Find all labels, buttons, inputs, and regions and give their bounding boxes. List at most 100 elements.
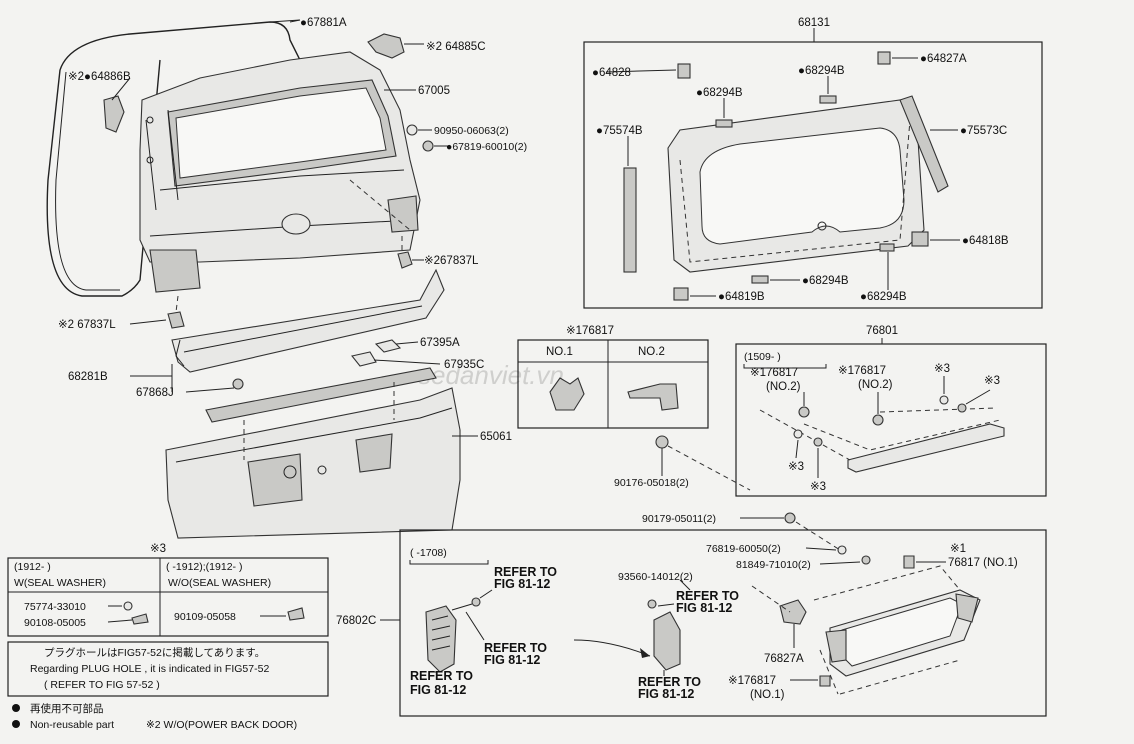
washer-x3-a[interactable] — [939, 395, 949, 405]
label-64818b: ●64818B — [962, 235, 1009, 247]
screw-icon — [131, 613, 149, 625]
glass-assembly-box — [583, 41, 1043, 309]
label-176817-b2: (NO.2) — [858, 379, 893, 391]
molding-75573c[interactable] — [899, 95, 949, 193]
clip-64819b[interactable] — [673, 287, 689, 301]
label-90950: 90950-06063(2) — [434, 125, 509, 137]
label-176817-a2: (NO.2) — [766, 381, 801, 393]
cushion-76819[interactable] — [837, 545, 847, 555]
washer-icon — [123, 601, 133, 611]
label-68131: 68131 — [798, 17, 830, 29]
label-176817-a: ※176817 — [750, 367, 798, 379]
clip-64818b[interactable] — [911, 231, 929, 247]
label-68294b-left: ●68294B — [696, 87, 743, 99]
spacer-68294b-top[interactable] — [819, 95, 837, 104]
label-75574b: ●75574B — [596, 125, 643, 137]
garnish-strip[interactable] — [205, 367, 437, 423]
clip-no1-illustration[interactable] — [549, 377, 585, 411]
screw-left-lamp[interactable] — [471, 597, 481, 607]
clip-76817-no1-bot[interactable] — [819, 675, 831, 687]
label-refer-d: REFER TO — [676, 589, 739, 603]
clip-64827a[interactable] — [877, 51, 891, 65]
label-fig-c: FIG 81-12 — [410, 683, 466, 697]
label-x3-c: ※3 — [788, 461, 804, 473]
screw-x3-b[interactable] — [957, 403, 967, 413]
screw-93560[interactable] — [647, 599, 657, 609]
watermark-text: sedanviet.vn — [418, 360, 564, 390]
label-range-1509: (1509- ) — [744, 351, 781, 363]
clip-76817-no1-top[interactable] — [903, 555, 915, 569]
clip-variant-box — [517, 339, 709, 429]
label-67819: ●67819-60010(2) — [446, 141, 527, 153]
label-fig-a: FIG 81-12 — [494, 577, 550, 591]
label-fig-d: FIG 81-12 — [676, 601, 732, 615]
spacer-68294b-bot[interactable] — [879, 243, 895, 252]
screw-81849[interactable] — [861, 555, 871, 565]
label-68294b-mid: ●68294B — [802, 275, 849, 287]
handle-76801[interactable] — [759, 407, 1005, 473]
label-range-1708: ( -1708) — [410, 547, 447, 559]
label-176817-no1-b: (NO.1) — [750, 689, 785, 701]
spacer-68294b-left[interactable] — [715, 119, 733, 128]
bracket-76827a[interactable] — [779, 599, 807, 625]
back-glass-panel[interactable] — [667, 99, 925, 273]
outer-panel-65061[interactable] — [165, 387, 461, 539]
part-64886b[interactable] — [103, 95, 125, 133]
label-76827a: 76827A — [764, 653, 804, 665]
plug-90950[interactable] — [406, 124, 418, 136]
cushion-67819[interactable] — [422, 140, 434, 152]
legend-x2: ※2 W/O(POWER BACK DOOR) — [146, 719, 297, 731]
license-lamp-garnish[interactable] — [813, 565, 981, 695]
molding-75574b[interactable] — [623, 167, 637, 273]
handle-assembly-box — [735, 343, 1047, 497]
label-65061: 65061 — [480, 431, 512, 443]
label-refer-a: REFER TO — [494, 565, 557, 579]
hinge-64885c[interactable] — [367, 33, 405, 59]
screw-icon-2 — [287, 607, 305, 621]
label-68281b: 68281B — [68, 371, 108, 383]
label-67881a: ●67881A — [300, 17, 347, 29]
plug-hole-note-box — [7, 641, 329, 697]
label-x3-b: ※3 — [984, 375, 1000, 387]
seal-row2-part: 90108-05005 — [24, 617, 86, 629]
part-267837l-right[interactable] — [397, 251, 413, 269]
garnish-68281b[interactable] — [171, 268, 445, 373]
seal-washer-table — [7, 557, 329, 637]
label-267837l: ※267837L — [424, 255, 479, 267]
pad-67935c[interactable] — [351, 351, 377, 367]
seal-col1-head: W(SEAL WASHER) — [14, 577, 106, 589]
back-door-panel[interactable] — [139, 51, 421, 293]
legend-reuse-en: Non-reusable part — [30, 719, 114, 731]
label-68294b-bot: ●68294B — [860, 291, 907, 303]
clip-no2-illustration[interactable] — [627, 383, 679, 411]
clip-67868j[interactable] — [232, 378, 244, 390]
seal-row1-part: 75774-33010 — [24, 601, 86, 613]
lamp-center[interactable] — [653, 611, 681, 671]
note-refer: ( REFER TO FIG 57-52 ) — [44, 679, 160, 691]
label-90179: 90179-05011(2) — [642, 513, 716, 525]
label-93560: 93560-14012(2) — [618, 571, 693, 583]
label-64828: ●64828 — [592, 67, 631, 79]
legend-reuse-jp: 再使用不可部品 — [30, 702, 104, 715]
non-reusable-marker-icon — [12, 704, 20, 712]
label-90176: 90176-05018(2) — [614, 477, 689, 489]
label-fig-b: FIG 81-12 — [484, 653, 540, 667]
pad-67395a[interactable] — [374, 339, 402, 353]
label-64885c: ※2 64885C — [426, 41, 486, 53]
nut-90179[interactable] — [784, 512, 796, 524]
clip-176817-a[interactable] — [798, 406, 810, 418]
label-64819b: ●64819B — [718, 291, 765, 303]
label-67868j: 67868J — [136, 387, 174, 399]
nut-90176[interactable] — [655, 435, 669, 449]
label-81849: 81849-71010(2) — [736, 559, 811, 571]
lamp-left[interactable] — [425, 605, 457, 673]
screw-x3-d[interactable] — [813, 437, 823, 447]
washer-x3-c[interactable] — [793, 429, 803, 439]
spacer-68294b-mid[interactable] — [751, 275, 769, 284]
clip-176817-b[interactable] — [872, 414, 884, 426]
label-67837l: ※2 67837L — [58, 319, 116, 331]
part-67837l-left[interactable] — [167, 311, 185, 329]
clip-64828[interactable] — [677, 63, 691, 79]
